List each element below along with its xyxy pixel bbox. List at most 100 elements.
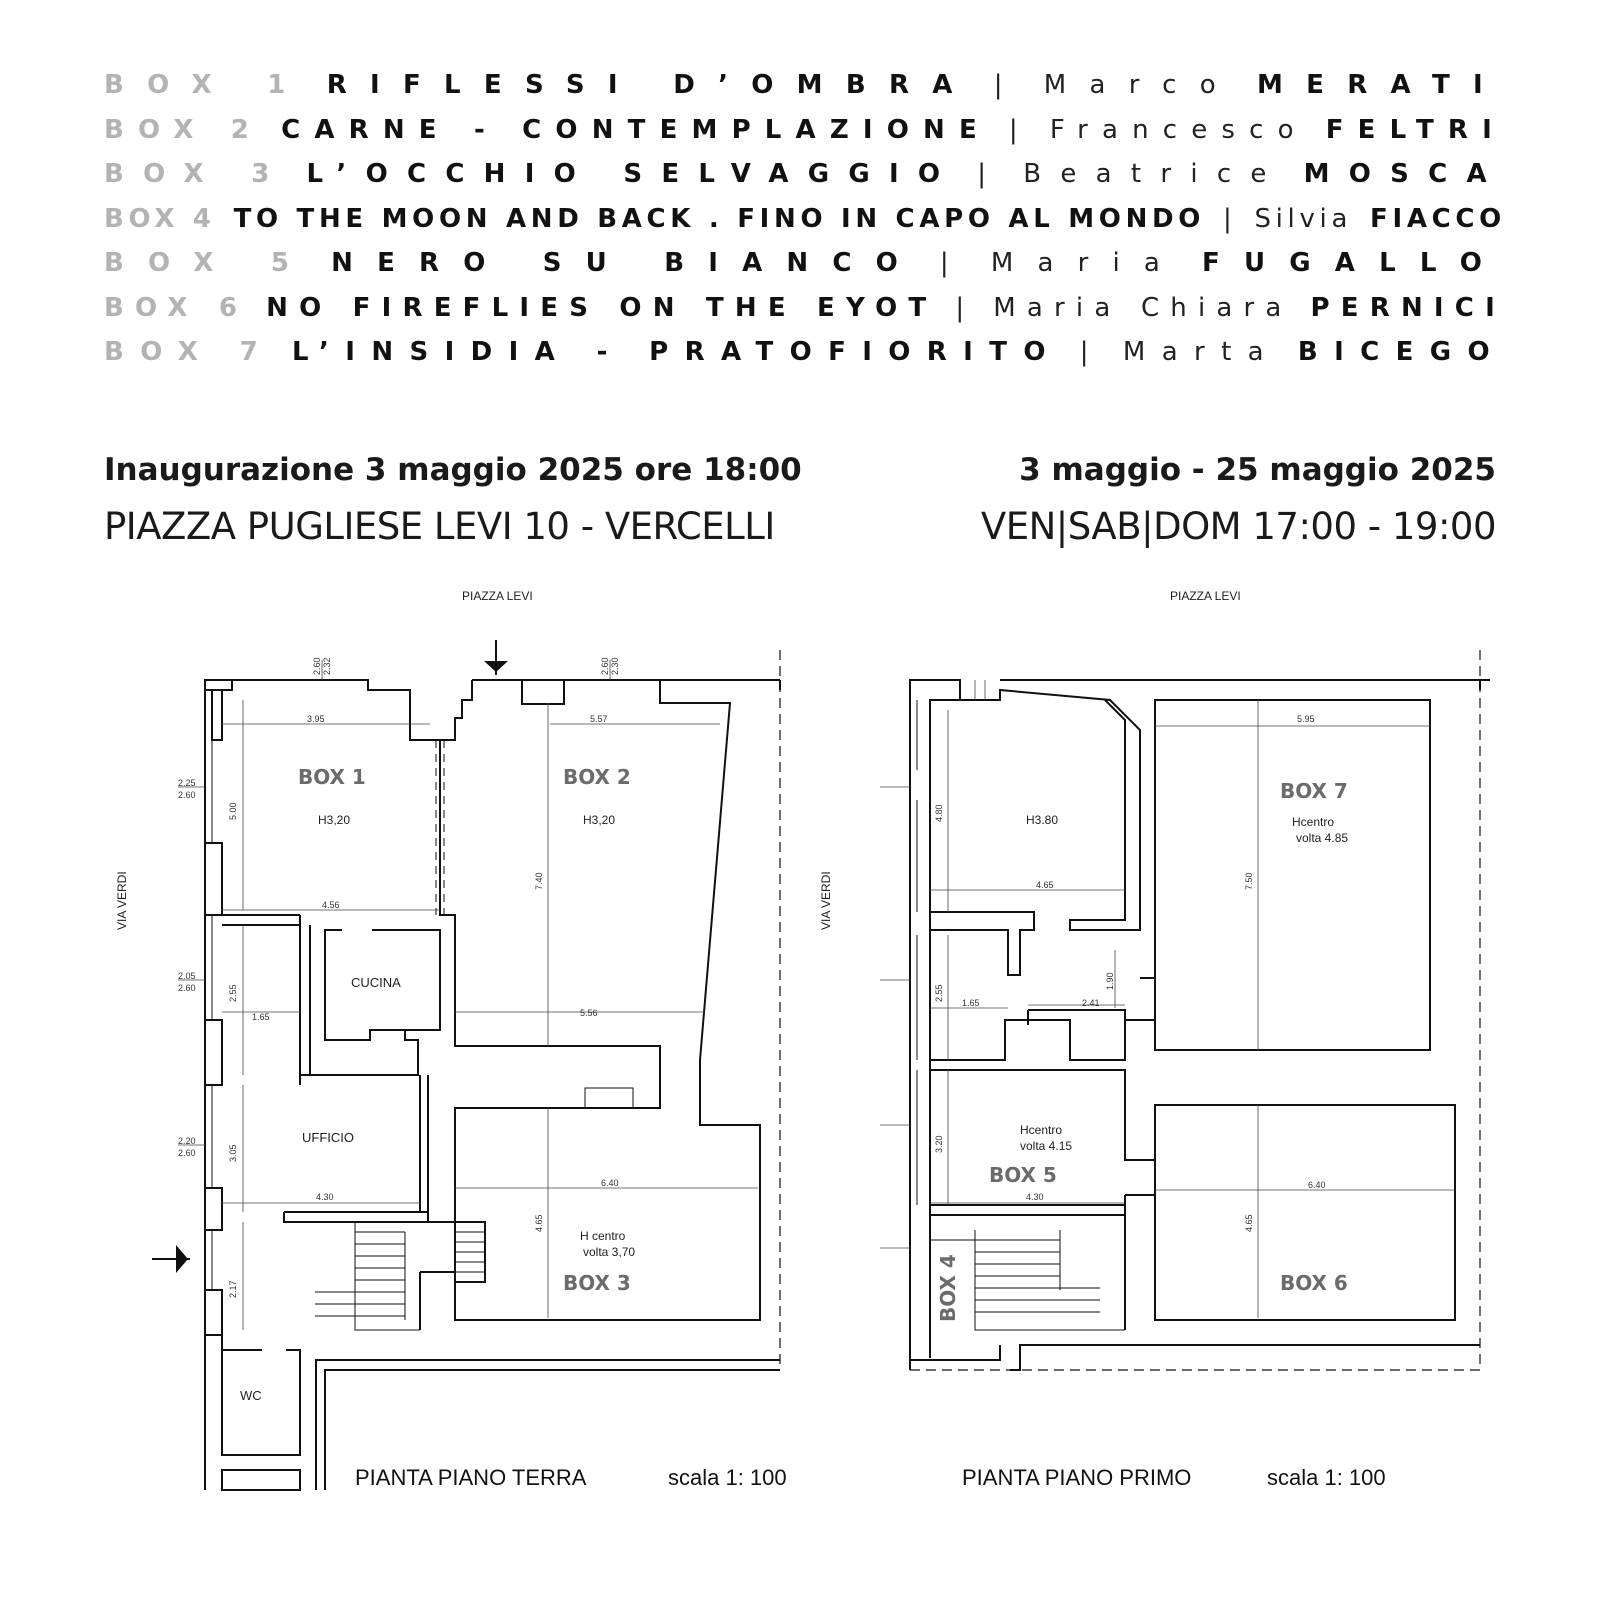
dim-label: 3.20 (934, 1135, 944, 1153)
box-title: TO THE MOON AND BACK . FINO IN CAPO AL M… (233, 203, 1206, 234)
ground-cucina-label: CUCINA (351, 975, 401, 990)
box-separator: | (1079, 337, 1105, 367)
dim-label: 5.56 (580, 1008, 598, 1018)
first-box7-height2: volta 4.85 (1296, 831, 1348, 845)
first-box7-height1: Hcentro (1292, 815, 1334, 829)
dim-label: 2.60 (178, 1148, 196, 1158)
artist-last-name: FELTRI (1325, 114, 1506, 145)
dim-label: 1.90 (1105, 972, 1115, 990)
first-box5-label: BOX 5 (989, 1163, 1057, 1187)
first-caption: PIANTA PIANO PRIMO (962, 1465, 1191, 1490)
box-separator: | (1008, 114, 1032, 145)
box-separator: | (977, 159, 1006, 189)
box-row: BOX 2 CARNE - CONTEMPLAZIONE | Francesco… (104, 115, 1506, 160)
artist-first-name: Francesco (1049, 114, 1308, 145)
ground-box2-height: H3,20 (583, 813, 615, 827)
artist-first-name: Marco (1043, 70, 1239, 100)
ground-box3-height2: volta 3,70 (583, 1245, 635, 1259)
first-street-top: PIAZZA LEVI (1170, 589, 1241, 603)
box-list: BOX 1 RIFLESSI D’OMBRA | Marco MERATI BO… (104, 70, 1506, 382)
dim-label: 5.00 (228, 802, 238, 820)
artist-last-name: BICEGO (1297, 337, 1506, 367)
first-box7-label: BOX 7 (1280, 779, 1348, 803)
box-label: BOX 2 (104, 114, 264, 145)
box-separator: | (939, 248, 973, 278)
dim-label: 2.60 (600, 657, 610, 675)
dim-label: 6.40 (601, 1178, 619, 1188)
artist-last-name: FUGALLO (1202, 248, 1506, 278)
dim-label: 4.65 (534, 1214, 544, 1232)
ground-box2-label: BOX 2 (563, 765, 631, 789)
ground-street-top: PIAZZA LEVI (462, 589, 533, 603)
dim-label: 2.30 (610, 657, 620, 675)
dim-label: 4.65 (1244, 1214, 1254, 1232)
dim-label: 4.30 (316, 1192, 334, 1202)
dim-label: 5.57 (590, 714, 608, 724)
artist-first-name: Maria Chiara (993, 292, 1293, 323)
ground-box3-height1: H centro (580, 1229, 626, 1243)
dim-label: 2.41 (1082, 998, 1100, 1008)
first-floor-plan (880, 650, 1490, 1371)
first-box6-label: BOX 6 (1280, 1271, 1348, 1295)
ground-box3-label: BOX 3 (563, 1271, 631, 1295)
dim-label: 3.05 (228, 1144, 238, 1162)
dim-label: 3.95 (307, 714, 325, 724)
box-label: BOX 4 (104, 203, 216, 234)
box-title: RIFLESSI D’OMBRA (326, 70, 976, 100)
box-label: BOX 6 (104, 292, 249, 323)
dim-label: 2.55 (228, 984, 238, 1002)
ground-ufficio-label: UFFICIO (302, 1130, 354, 1145)
box-title: L’INSIDIA - PRATOFIORITO (292, 337, 1062, 367)
box-separator: | (993, 70, 1026, 100)
artist-first-name: Marta (1122, 337, 1280, 367)
box-title: NERO SU BIANCO (331, 248, 922, 278)
ground-box1-height: H3,20 (318, 813, 350, 827)
dim-label: 4.65 (1036, 880, 1054, 890)
first-street-side: VIA VERDI (819, 871, 833, 930)
ground-street-side: VIA VERDI (115, 871, 129, 930)
ground-caption: PIANTA PIANO TERRA (355, 1465, 587, 1490)
dim-label: 4.30 (1026, 1192, 1044, 1202)
ground-box1-label: BOX 1 (298, 765, 366, 789)
dim-label: 5.95 (1297, 714, 1315, 724)
artist-last-name: MOSCA (1303, 159, 1506, 189)
box-separator: | (1223, 203, 1237, 234)
artist-last-name: MERATI (1257, 70, 1506, 100)
dim-label: 2.55 (934, 984, 944, 1002)
box-row: BOX 1 RIFLESSI D’OMBRA | Marco MERATI (104, 70, 1506, 115)
box-row: BOX 7 L’INSIDIA - PRATOFIORITO | Marta B… (104, 337, 1506, 382)
box-label: BOX 7 (104, 337, 275, 367)
dim-label: 1.65 (962, 998, 980, 1008)
artist-last-name: FIACCO (1370, 203, 1506, 234)
dim-label: 2.60 (312, 657, 322, 675)
box-title: CARNE - CONTEMPLAZIONE (281, 114, 991, 145)
first-box4-label: BOX 4 (936, 1254, 960, 1322)
box-title: L’OCCHIO SELVAGGIO (306, 159, 960, 189)
box-row: BOX 5 NERO SU BIANCO | Maria FUGALLO (104, 248, 1506, 293)
box-row: BOX 4 TO THE MOON AND BACK . FINO IN CAP… (104, 204, 1506, 249)
ground-floor-plan (152, 640, 781, 1491)
dim-label: 7.50 (1244, 872, 1254, 890)
first-box5-height2: volta 4.15 (1020, 1139, 1072, 1153)
box-label: BOX 1 (104, 70, 309, 100)
first-scale: scala 1: 100 (1267, 1465, 1386, 1490)
box-separator: | (955, 292, 976, 323)
box-title: NO FIREFLIES ON THE EYOT (266, 292, 938, 323)
ground-scale: scala 1: 100 (668, 1465, 787, 1490)
dim-label: 2.17 (228, 1280, 238, 1298)
box-label: BOX 5 (104, 248, 314, 278)
artist-first-name: Maria (990, 248, 1185, 278)
dim-label: 2.32 (322, 657, 332, 675)
artist-first-name: Beatrice (1023, 159, 1286, 189)
dim-label: 4.56 (322, 900, 340, 910)
dim-label: 2.60 (178, 790, 196, 800)
artist-last-name: PERNICI (1310, 292, 1506, 323)
box-row: BOX 3 L’OCCHIO SELVAGGIO | Beatrice MOSC… (104, 159, 1506, 204)
dim-label: 2.25 (178, 778, 196, 788)
dim-label: 2.60 (178, 983, 196, 993)
first-room-height: H3.80 (1026, 813, 1058, 827)
dim-label: 1.65 (252, 1012, 270, 1022)
dim-label: 2.05 (178, 971, 196, 981)
box-row: BOX 6 NO FIREFLIES ON THE EYOT | Maria C… (104, 293, 1506, 338)
